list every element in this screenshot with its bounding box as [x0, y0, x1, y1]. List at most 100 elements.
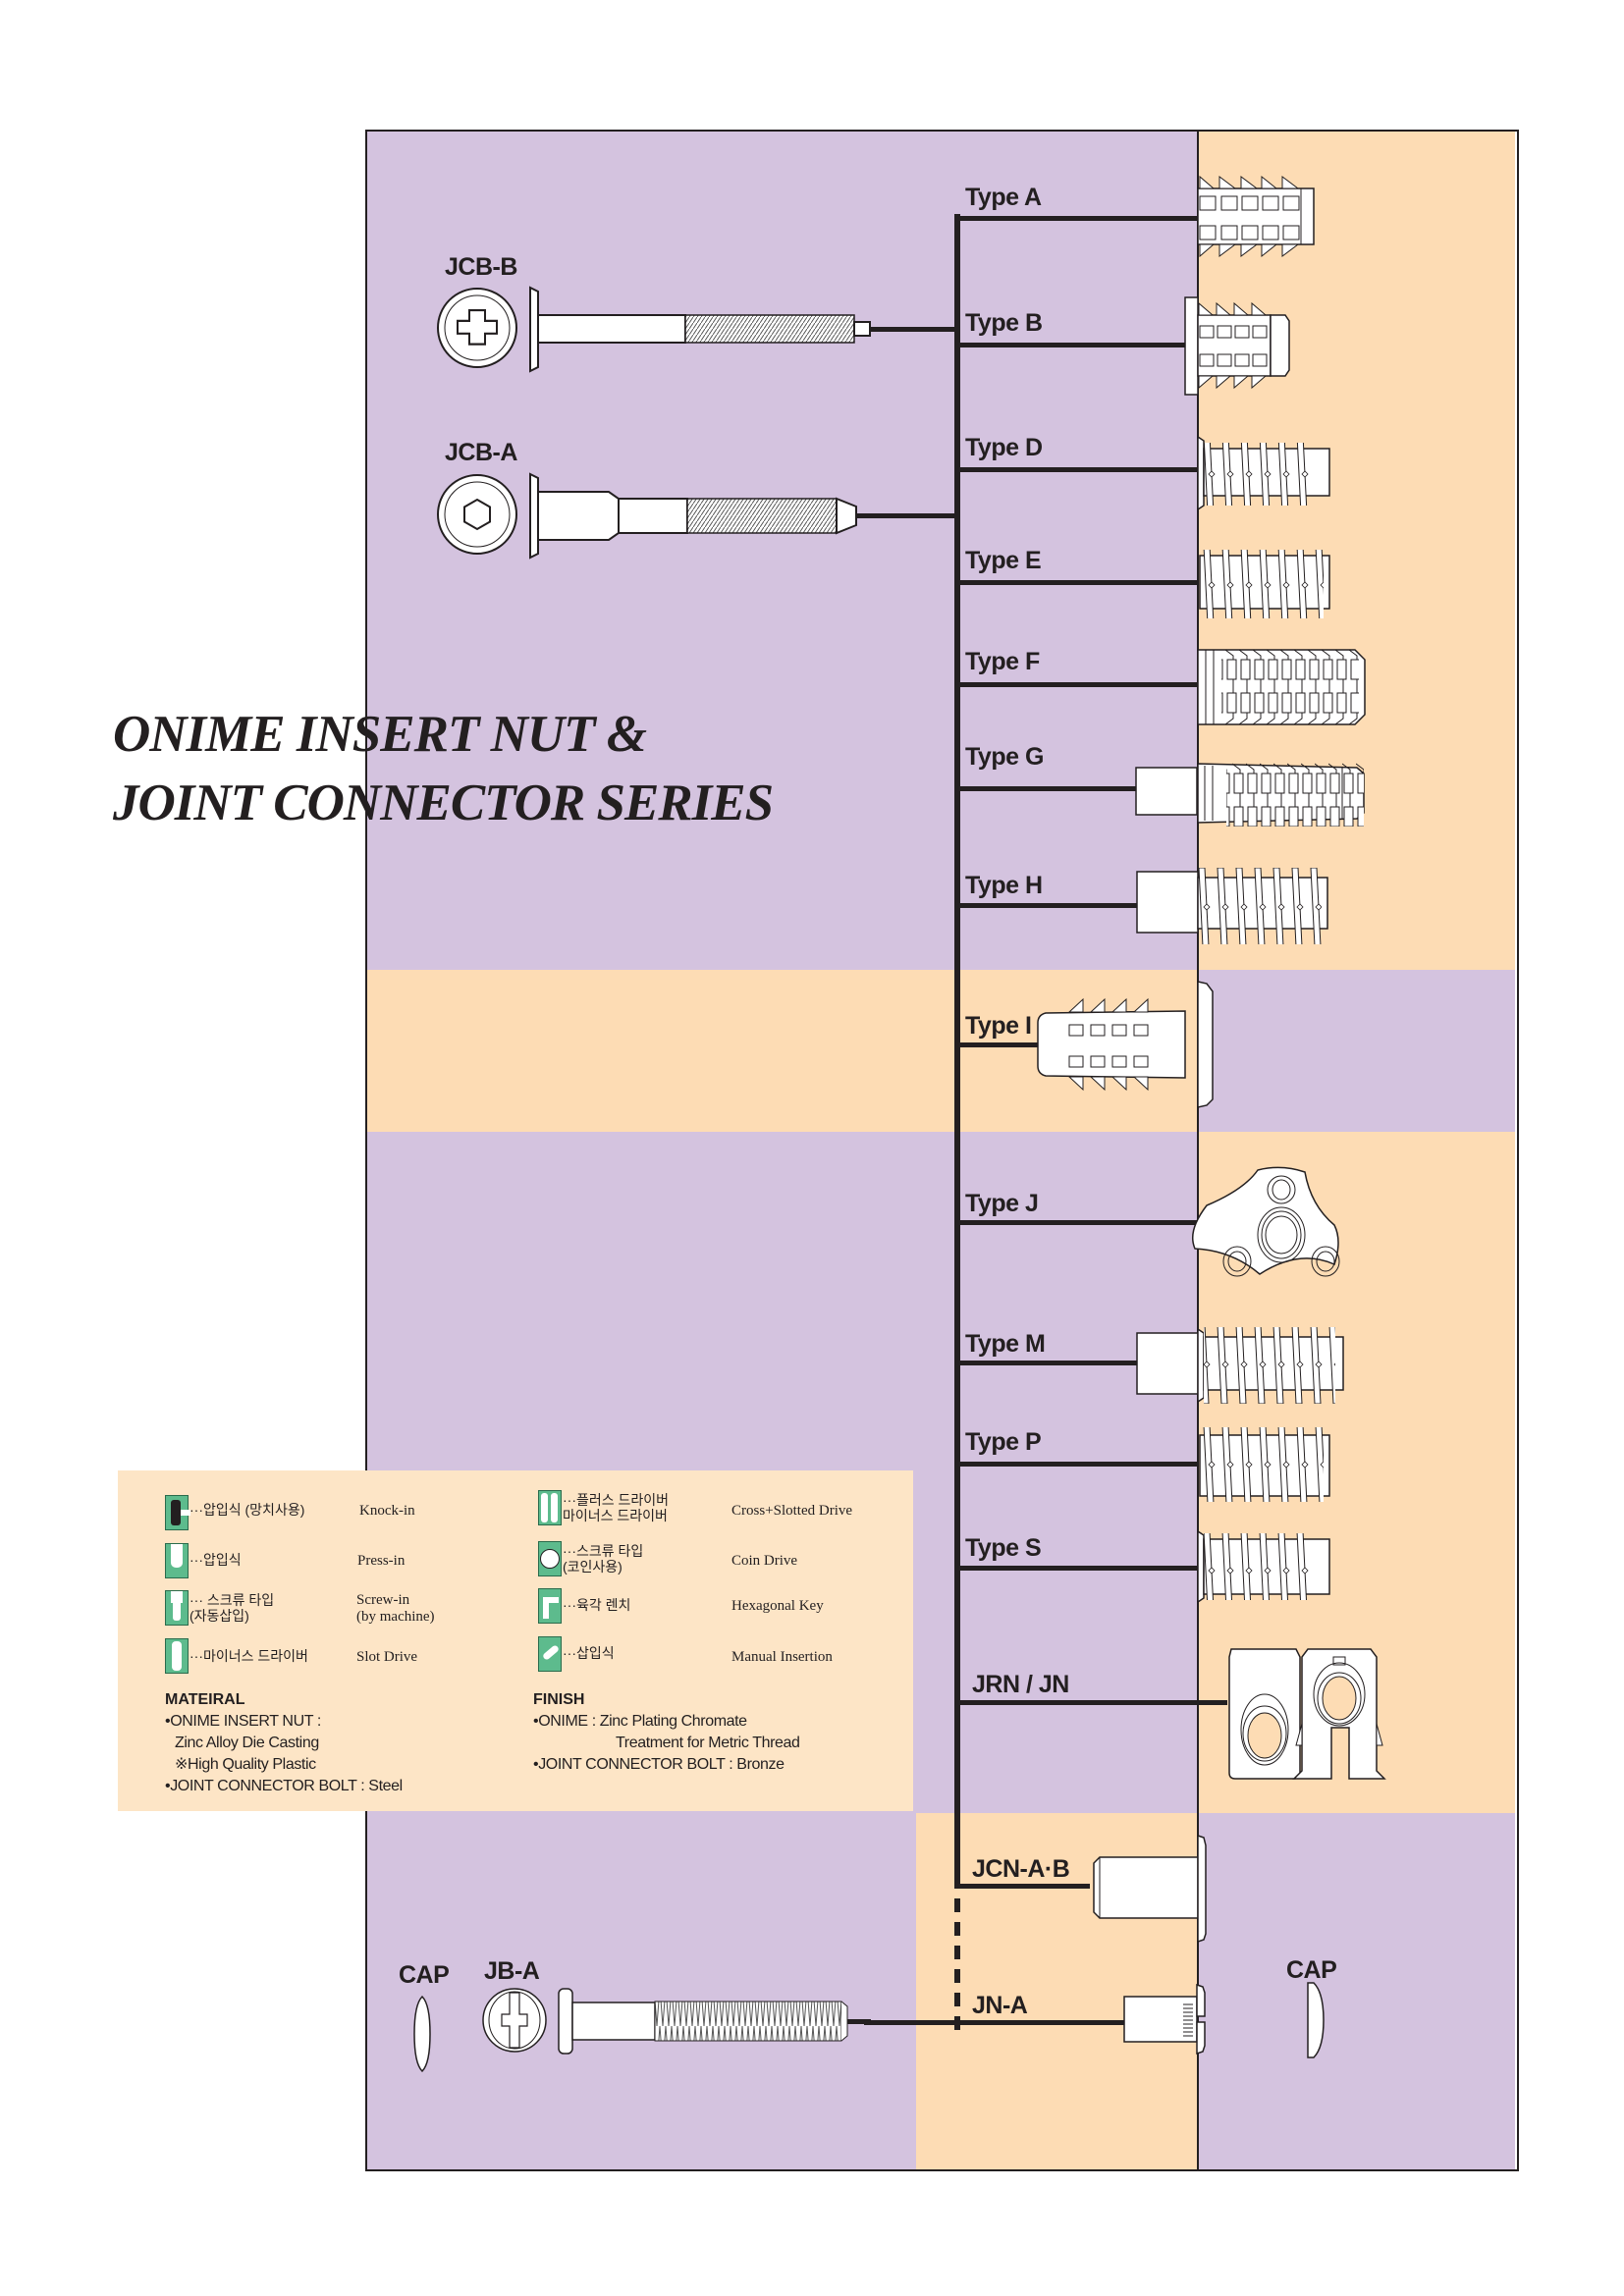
- branch-line-type-f: [957, 682, 1198, 687]
- finish-line-3: •JOINT CONNECTOR BOLT : Bronze: [533, 1756, 785, 1773]
- type-label-b: Type B: [965, 309, 1043, 337]
- bg-mid-right: [1198, 970, 1515, 1132]
- branch-line-jn-a: [864, 2020, 1124, 2025]
- branch-line-type-h: [957, 903, 1137, 908]
- page-title-line-1: ONIME INSERT NUT &: [113, 706, 647, 763]
- legend-ko-slot-drive: ···마이너스 드라이버: [189, 1648, 308, 1664]
- insert-jn-a: [1123, 1983, 1206, 2056]
- legend-en-manual-insertion: Manual Insertion: [731, 1649, 833, 1665]
- insert-jcn-a-b: [1093, 1834, 1207, 1944]
- insert-jn: [1292, 1648, 1386, 1780]
- legend-ko-manual-insertion: ···삽입식: [563, 1645, 615, 1661]
- legend-ko-press-in: ···압입식: [189, 1552, 242, 1568]
- type-label-a: Type A: [965, 184, 1042, 211]
- insert-type-h: [1136, 868, 1328, 944]
- type-label-p: Type P: [965, 1428, 1042, 1456]
- finish-line-1: •ONIME : Zinc Plating Chromate: [533, 1713, 747, 1730]
- bg-bottom-left: [365, 1813, 916, 2169]
- type-label-j: Type J: [965, 1190, 1039, 1217]
- type-label-d: Type D: [965, 434, 1043, 461]
- bolt-jb-a: [558, 1988, 871, 2055]
- legend-en-press-in: Press-in: [357, 1553, 406, 1569]
- press-in-icon: [165, 1543, 189, 1578]
- bolt-head-jb-a: [482, 1988, 547, 2053]
- material-line-3: ※High Quality Plastic: [175, 1756, 316, 1773]
- legend-en-cross-slotted: Cross+Slotted Drive: [731, 1503, 853, 1519]
- type-label-jrn-jn: JRN / JN: [972, 1671, 1069, 1698]
- legend-ko-knock-in: ···압입식 (망치사용): [189, 1502, 305, 1518]
- bolt-label-jb-a: JB-A: [484, 1957, 540, 1985]
- type-label-jn-a: JN-A: [972, 1992, 1028, 2019]
- insert-type-j: [1192, 1166, 1340, 1277]
- branch-line-type-p: [957, 1462, 1198, 1467]
- type-label-g: Type G: [965, 743, 1044, 771]
- bolt-jcb-a: [529, 472, 956, 560]
- bolt-label-jcb-a: JCB-A: [445, 439, 517, 466]
- branch-line-type-j: [957, 1220, 1235, 1225]
- cross-slot-icon: [501, 1992, 528, 2049]
- legend-ko-hex-key: ···육각 렌치: [563, 1597, 631, 1613]
- type-label-jcn-a-b: JCN-A·B: [972, 1855, 1070, 1883]
- material-line-4: •JOINT CONNECTOR BOLT : Steel: [165, 1778, 403, 1794]
- legend-en-coin-drive: Coin Drive: [731, 1553, 798, 1569]
- finish-line-2: Treatment for Metric Thread: [616, 1735, 800, 1751]
- branch-line-jcb-b: [956, 324, 960, 329]
- screw-in-icon: [165, 1590, 189, 1626]
- legend-en-hex-key: Hexagonal Key: [731, 1598, 824, 1614]
- finish-heading: FINISH: [533, 1691, 585, 1708]
- cross-slotted-drive-icon: [538, 1490, 562, 1525]
- insert-type-f: [1197, 648, 1366, 726]
- branch-line-type-a: [957, 216, 1198, 221]
- manual-insertion-icon: [538, 1636, 562, 1672]
- branch-line-type-m: [957, 1361, 1137, 1365]
- slot-drive-icon: [165, 1638, 189, 1674]
- branch-line-type-b: [957, 343, 1185, 347]
- insert-type-p: [1199, 1427, 1330, 1502]
- insert-type-e: [1199, 550, 1330, 618]
- type-label-i: Type I: [965, 1012, 1032, 1040]
- insert-type-a: [1197, 175, 1315, 258]
- insert-type-b: [1184, 296, 1290, 396]
- legend-ko-screw-in: ··· 스크류 타입 (자동삽입): [189, 1592, 275, 1624]
- type-label-h: Type H: [965, 872, 1043, 899]
- legend-en-screw-in: Screw-in (by machine): [356, 1592, 435, 1625]
- type-label-s: Type S: [965, 1534, 1042, 1562]
- bg-top-left: [365, 130, 1198, 970]
- insert-type-g: [1135, 762, 1365, 827]
- trunk-dashed-line: [954, 1875, 960, 2032]
- cap-label-left: CAP: [399, 1961, 450, 1989]
- hexagon-icon: [463, 498, 491, 531]
- bolt-label-jcb-b: JCB-B: [445, 253, 517, 281]
- branch-line-type-d: [957, 467, 1198, 472]
- material-line-2: Zinc Alloy Die Casting: [175, 1735, 319, 1751]
- branch-line-type-g: [957, 786, 1136, 791]
- type-label-f: Type F: [965, 648, 1040, 675]
- insert-type-d: [1197, 435, 1330, 511]
- type-label-m: Type M: [965, 1330, 1046, 1358]
- legend-ko-cross-slotted: ···플러스 드라이버 마이너스 드라이버: [563, 1492, 670, 1523]
- legend-ko-coin-drive: ···스크류 타입 (코인사용): [563, 1543, 644, 1575]
- material-line-1: •ONIME INSERT NUT :: [165, 1713, 321, 1730]
- branch-line-type-s: [957, 1566, 1198, 1571]
- bg-bottom-right: [1198, 1813, 1515, 2169]
- center-divider: [1197, 130, 1199, 2169]
- insert-type-s: [1197, 1529, 1330, 1604]
- type-label-e: Type E: [965, 547, 1042, 574]
- branch-line-jcn-a-b: [957, 1884, 1090, 1889]
- cap-left: [413, 1995, 431, 2073]
- cap-right: [1307, 1982, 1325, 2058]
- legend-en-knock-in: Knock-in: [359, 1503, 415, 1519]
- insert-type-m: [1136, 1327, 1344, 1404]
- bolt-jcb-b: [529, 286, 956, 373]
- cap-label-right: CAP: [1286, 1956, 1337, 1984]
- legend-panel: ···압입식 (망치사용) Knock-in ···압입식 Press-in ·…: [118, 1470, 913, 1811]
- page-title-line-2: JOINT CONNECTOR SERIES: [113, 774, 774, 831]
- bolt-head-jcb-a: [437, 474, 517, 555]
- branch-line-jrn-jn: [957, 1700, 1227, 1705]
- cross-icon: [457, 309, 498, 346]
- legend-en-slot-drive: Slot Drive: [356, 1649, 418, 1665]
- material-heading: MATEIRAL: [165, 1691, 245, 1708]
- knock-in-icon: [165, 1495, 190, 1530]
- hexagonal-key-icon: [538, 1588, 562, 1624]
- bolt-head-jcb-b: [437, 288, 517, 368]
